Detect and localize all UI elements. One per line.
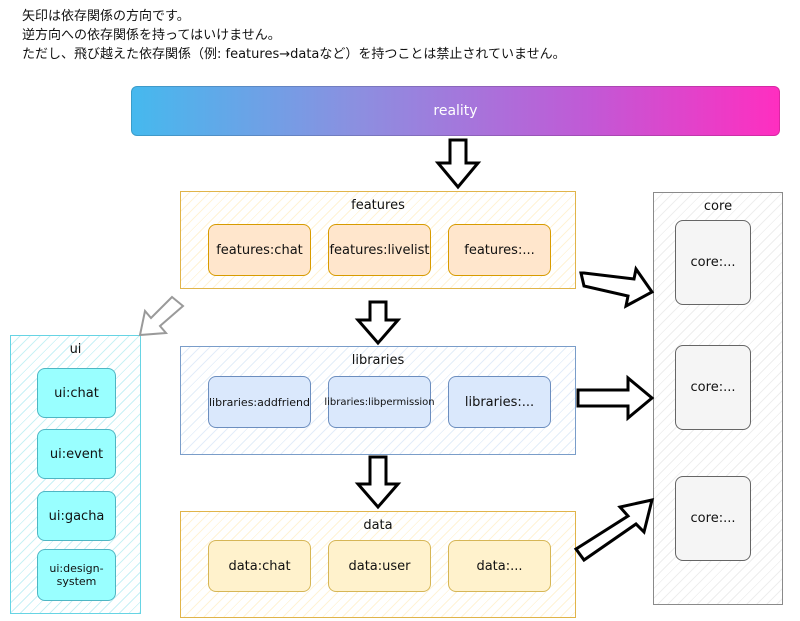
libraries-node-libpermission: libraries:libpermission [324,376,435,428]
features-group: features features:chat features:livelist… [180,191,576,289]
ui-node-event: ui:event [37,429,116,479]
note-line-3: ただし、飛び越えた依存関係（例: features→dataなど）を持つことは禁… [22,47,566,62]
core-node-2: core:... [675,345,751,430]
ui-title: ui [69,342,82,357]
core-title: core [703,199,733,214]
data-group: data data:chat data:user data:... [180,511,576,618]
libraries-group: libraries libraries:addfriend libraries:… [180,346,576,455]
ui-node-gacha: ui:gacha [37,491,116,541]
arrow-features-to-libraries [354,300,402,346]
data-title: data [363,518,393,533]
reality-label: reality [433,103,478,119]
arrow-data-to-core [573,498,655,563]
arrow-features-to-ui [138,295,185,337]
libraries-node-addfriend: libraries:addfriend [208,376,311,428]
features-node-more: features:... [448,224,551,276]
arrow-reality-to-features [434,138,482,190]
libraries-title: libraries [351,353,405,368]
core-node-1: core:... [675,220,751,305]
features-title: features [351,198,405,213]
reality-node: reality [131,86,780,136]
core-node-3: core:... [675,476,751,561]
ui-node-chat: ui:chat [37,368,116,418]
libraries-node-more: libraries:... [448,376,551,428]
ui-group: ui ui:chat ui:event ui:gacha ui:design-s… [10,335,141,614]
data-node-chat: data:chat [208,540,311,592]
features-node-livelist: features:livelist [328,224,431,276]
note-line-2: 逆方向への依存関係を持ってはいけません。 [22,28,281,43]
arrow-libraries-to-core [576,374,655,422]
arrow-features-to-core [579,265,655,309]
features-node-chat: features:chat [208,224,311,276]
note-line-1: 矢印は依存関係の方向です。 [22,9,190,24]
data-node-more: data:... [448,540,551,592]
arrow-libraries-to-data [354,455,402,510]
data-node-user: data:user [328,540,431,592]
core-group: core core:... core:... core:... [653,192,783,605]
ui-node-design-system: ui:design-system [37,549,116,601]
